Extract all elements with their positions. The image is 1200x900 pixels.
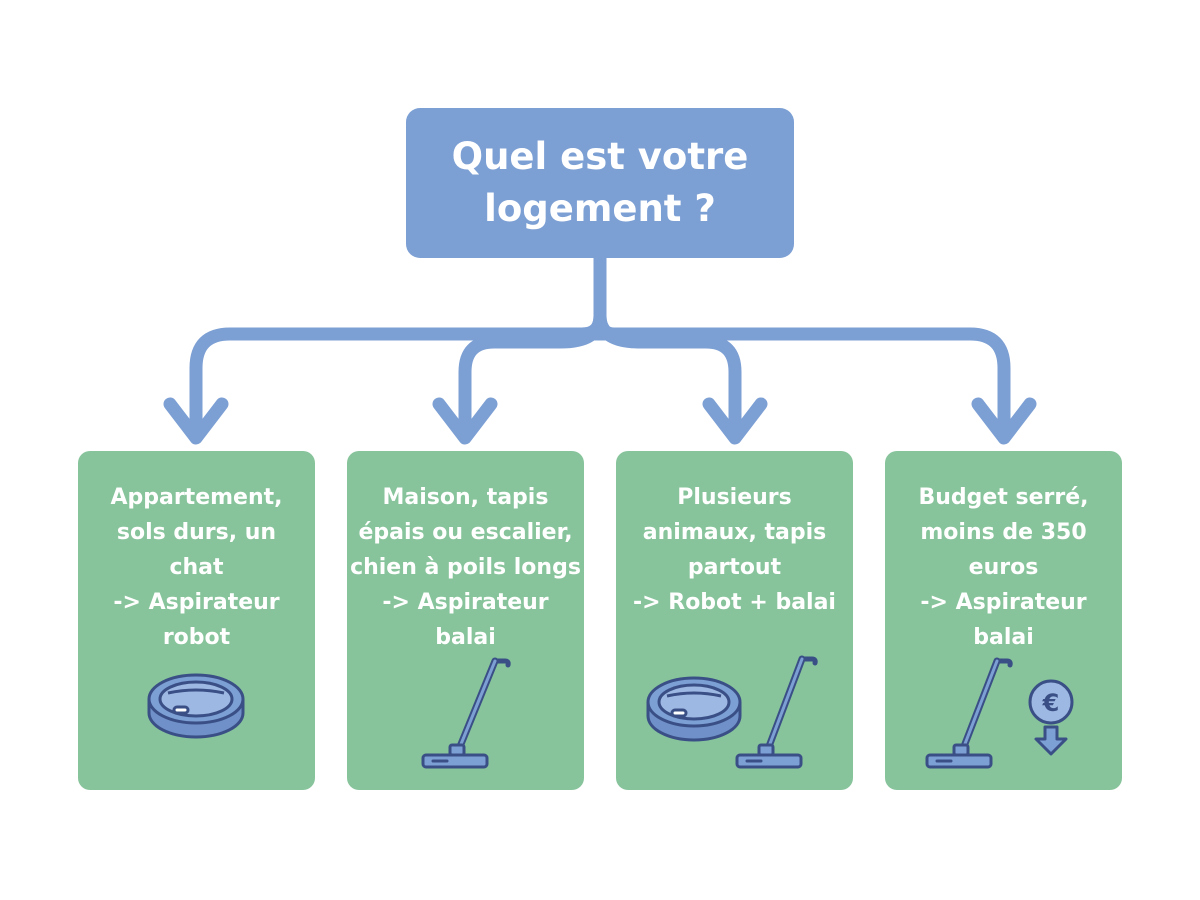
connector-branch-4 xyxy=(607,327,1011,437)
euro-glyph: € xyxy=(1042,689,1060,717)
connector-branch-3 xyxy=(593,309,742,437)
stick-vacuum-icon xyxy=(421,657,511,769)
connector-branch-1 xyxy=(189,327,589,437)
branch-text: Appartement, sols durs, un chat -> Aspir… xyxy=(110,485,283,650)
root-question-box: Quel est votre logement ? xyxy=(406,108,794,258)
branch-card-budget: Budget serré, moins de 350 euros -> Aspi… xyxy=(885,451,1122,790)
branch-card-house: Maison, tapis épais ou escalier, chien à… xyxy=(347,451,584,790)
connector-branch-2 xyxy=(458,309,607,437)
branch-card-apartment: Appartement, sols durs, un chat -> Aspir… xyxy=(78,451,315,790)
robot-vacuum-icon xyxy=(147,673,245,739)
arrowhead-4 xyxy=(971,397,1037,445)
branch-text: Budget serré, moins de 350 euros -> Aspi… xyxy=(918,485,1089,650)
arrowhead-2 xyxy=(432,397,498,445)
branch-text: Plusieurs animaux, tapis partout -> Robo… xyxy=(633,485,836,615)
branch-card-pets: Plusieurs animaux, tapis partout -> Robo… xyxy=(616,451,853,790)
branch-text: Maison, tapis épais ou escalier, chien à… xyxy=(350,485,581,650)
arrowhead-3 xyxy=(702,397,768,445)
stick-vacuum-icon xyxy=(925,657,1013,769)
root-question-text: Quel est votre logement ? xyxy=(451,135,749,230)
arrowhead-1 xyxy=(163,397,229,445)
euro-down-icon: € xyxy=(1028,679,1074,756)
stick-vacuum-icon xyxy=(735,655,818,769)
robot-vacuum-icon xyxy=(646,676,742,742)
trunk-connector xyxy=(575,251,621,341)
